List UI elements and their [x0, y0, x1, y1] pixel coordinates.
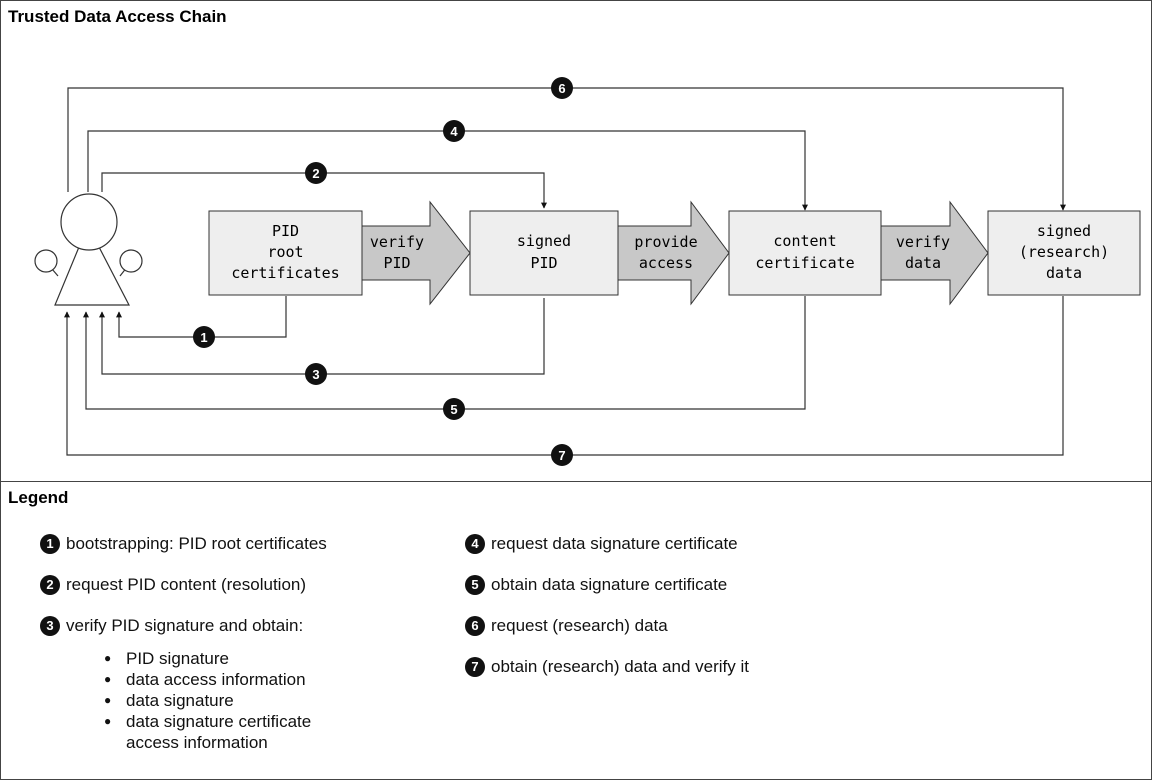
legend-subitem: data access information [104, 669, 316, 690]
step-badge: 4 [465, 534, 485, 554]
flow-line-5 [83, 296, 806, 410]
arrow-verify-data: verify data [880, 200, 989, 306]
box-line: content [773, 232, 836, 250]
legend-subitem: data signature certificate access inform… [104, 711, 316, 753]
legend-item-text: request (research) data [491, 616, 668, 635]
box-line: signed [1037, 222, 1091, 240]
legend-item-7: 7 obtain (research) data and verify it [465, 657, 749, 677]
step-badge-7: 7 [551, 444, 573, 466]
legend-item-6: 6 request (research) data [465, 616, 668, 636]
box-content-certificate: content certificate [728, 210, 882, 296]
legend-item-text: obtain data signature certificate [491, 575, 728, 594]
step-badge-3: 3 [305, 363, 327, 385]
box-line: PID [530, 254, 557, 272]
svg-text:4: 4 [450, 124, 458, 139]
legend-item-text: bootstrapping: PID root certificates [66, 534, 327, 553]
box-line: data [1046, 264, 1082, 282]
legend-item-2: 2 request PID content (resolution) [40, 575, 306, 595]
flow-line-3 [99, 298, 545, 375]
section-divider [0, 481, 1152, 482]
box-line: certificate [755, 254, 854, 272]
step-badge: 2 [40, 575, 60, 595]
svg-text:2: 2 [312, 166, 319, 181]
box-line: certificates [231, 264, 339, 282]
step-badge-5: 5 [443, 398, 465, 420]
box-line: signed [517, 232, 571, 250]
step-badge-1: 1 [193, 326, 215, 348]
diagram-title: Trusted Data Access Chain [8, 7, 227, 26]
svg-text:5: 5 [450, 402, 457, 417]
legend-sublist: PID signature data access information da… [104, 648, 316, 753]
box-signed-research-data: signed (research) data [987, 210, 1141, 296]
legend-subitem: PID signature [104, 648, 316, 669]
step-badge: 5 [465, 575, 485, 595]
flow-line-7 [64, 296, 1064, 456]
box-pid-root-certificates: PID root certificates [208, 210, 363, 296]
box-line: root [267, 243, 303, 261]
legend-subitem: data signature [104, 690, 316, 711]
legend-item-text: request PID content (resolution) [66, 575, 307, 594]
step-badge-4: 4 [443, 120, 465, 142]
access-chain-diagram: PID root certificates signed PID content… [34, 77, 1141, 466]
legend-item-text: verify PID signature and obtain: [66, 616, 304, 635]
flow-line-6 [67, 87, 1066, 211]
svg-text:7: 7 [558, 448, 565, 463]
step-badge: 7 [465, 657, 485, 677]
arrow-line: access [639, 254, 693, 272]
step-badge-2: 2 [305, 162, 327, 184]
svg-text:6: 6 [558, 81, 565, 96]
step-badge: 6 [465, 616, 485, 636]
legend-item-3: 3 verify PID signature and obtain: [40, 616, 303, 636]
legend-item-1: 1 bootstrapping: PID root certificates [40, 534, 327, 554]
legend-item-text: obtain (research) data and verify it [491, 657, 749, 676]
arrow-verify-pid: verify PID [361, 200, 471, 306]
svg-text:1: 1 [200, 330, 207, 345]
step-badge: 3 [40, 616, 60, 636]
arrow-line: verify [370, 233, 424, 251]
box-signed-pid: signed PID [469, 210, 619, 296]
flow-line-4 [87, 130, 808, 211]
legend-item-5: 5 obtain data signature certificate [465, 575, 727, 595]
svg-text:3: 3 [312, 367, 319, 382]
arrow-line: data [905, 254, 941, 272]
step-badge-6: 6 [551, 77, 573, 99]
box-line: PID [272, 222, 299, 240]
step-badge: 1 [40, 534, 60, 554]
user-icon [34, 193, 143, 306]
legend-item-text: request data signature certificate [491, 534, 738, 553]
arrow-line: PID [383, 254, 410, 272]
arrow-line: provide [634, 233, 697, 251]
arrow-provide-access: provide access [617, 200, 730, 306]
legend-item-4: 4 request data signature certificate [465, 534, 738, 554]
box-line: (research) [1019, 243, 1109, 261]
arrow-line: verify [896, 233, 950, 251]
legend-title: Legend [8, 488, 69, 507]
